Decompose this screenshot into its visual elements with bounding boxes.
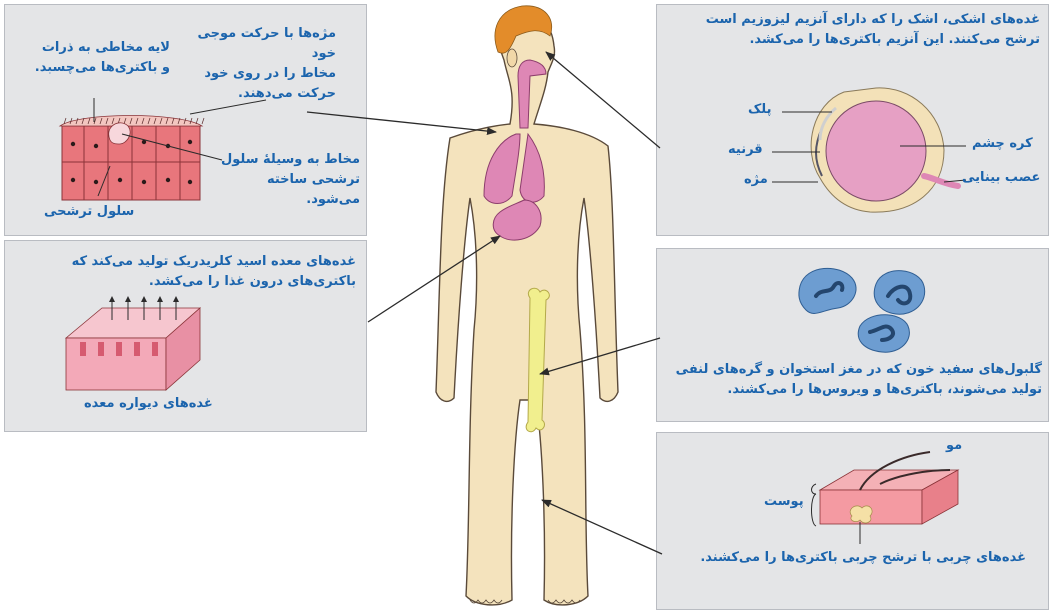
- eyelash-label: مژه: [744, 172, 768, 187]
- eyeball-label: کره چشم: [972, 136, 1033, 151]
- cornea-label: قرنیه: [728, 142, 763, 157]
- white-blood-cell-description: گلبول‌های سفید خون که در مغز استخوان و گ…: [664, 360, 1042, 400]
- secretory-cell-label: سلول ترشحی: [44, 204, 134, 219]
- cilia-description: مژه‌ها با حرکت موجی خود مخاط را در روی خ…: [186, 24, 336, 104]
- white-blood-cells: [799, 268, 925, 352]
- hair-label: مو: [946, 438, 962, 453]
- stomach-gland-description: غده‌های معده اسید کلریدریک تولید می‌کند …: [20, 252, 356, 292]
- mucus-layer-label: لایه مخاطی به ذرات و باکتری‌ها می‌چسبد.: [20, 38, 170, 78]
- sebaceous-gland-description: غده‌های چربی با ترشح چربی باکتری‌ها را م…: [664, 548, 1026, 568]
- skin-illustration: [812, 452, 959, 544]
- tear-gland-description: غده‌های اشکی، اشک را که دارای آنزیم لیزو…: [664, 10, 1040, 50]
- eye-illustration: [772, 88, 966, 212]
- skin-label: پوست: [764, 494, 804, 509]
- goblet-cell-description: مخاط به وسیلهٔ سلول ترشحی ساخته می‌شود.: [214, 150, 360, 210]
- optic-nerve-label: عصب بینایی: [962, 170, 1040, 185]
- stomach-wall-illustration: [66, 296, 200, 390]
- stomach-wall-caption: غده‌های دیواره معده: [84, 396, 213, 411]
- eyelid-label: پلک: [748, 102, 772, 117]
